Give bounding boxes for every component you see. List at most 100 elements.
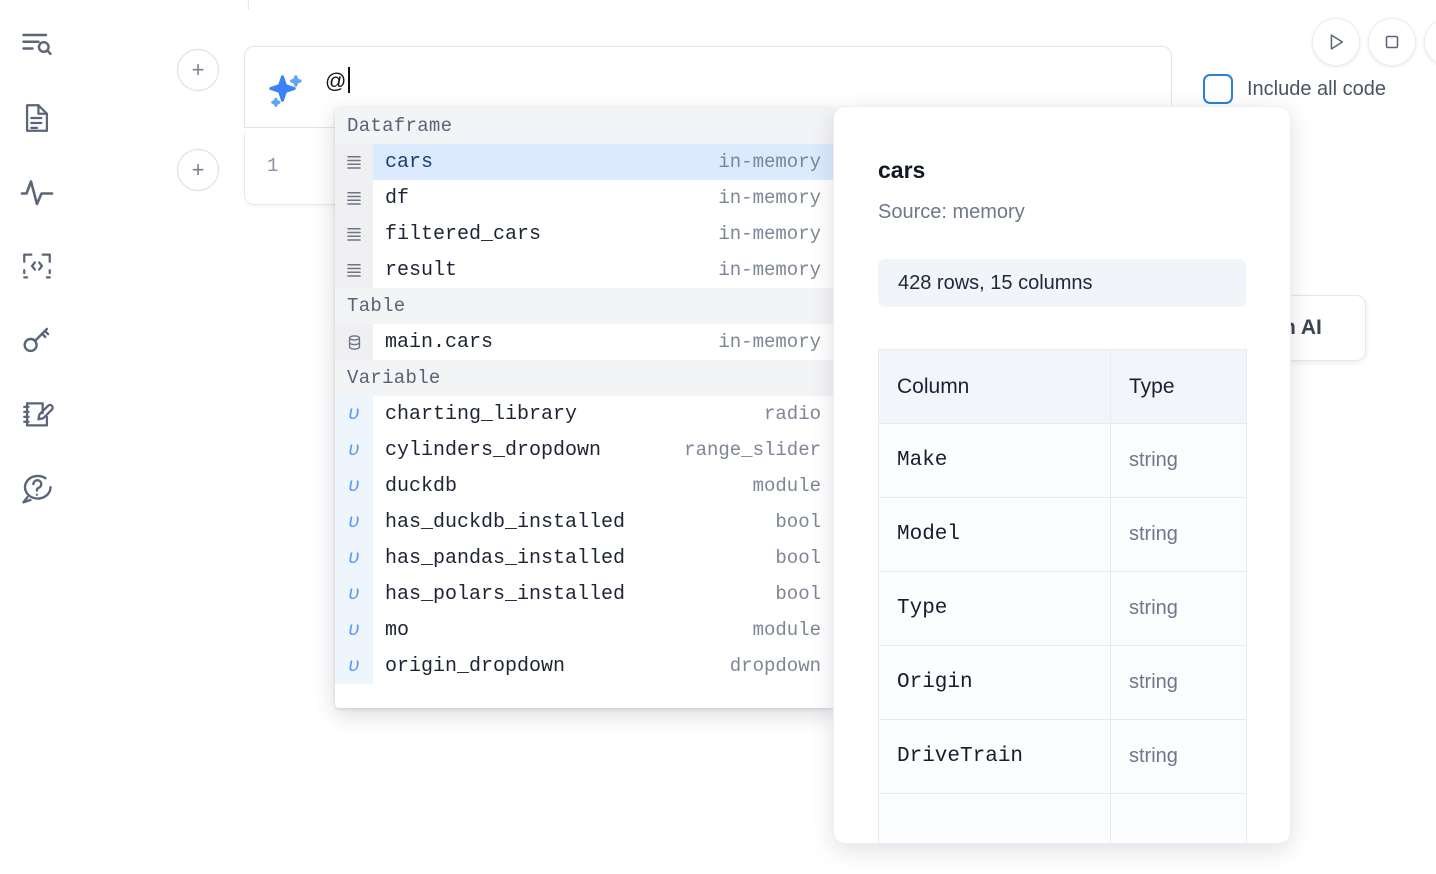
autocomplete-item-cylinders-dropdown[interactable]: υ cylinders_dropdown range_slider bbox=[335, 432, 835, 468]
table-row bbox=[878, 793, 1247, 843]
autocomplete-item-charting-library[interactable]: υ charting_library radio bbox=[335, 396, 835, 432]
cell-column-name: Make bbox=[878, 423, 1111, 498]
autocomplete-item-type: range_slider bbox=[684, 439, 821, 461]
include-all-code-row[interactable]: Include all code bbox=[1203, 74, 1386, 104]
run-button[interactable] bbox=[1312, 18, 1360, 66]
autocomplete-item-filtered-cars[interactable]: filtered_cars in-memory bbox=[335, 216, 835, 252]
autocomplete-item-mo[interactable]: υ mo module bbox=[335, 612, 835, 648]
column-header-column: Column bbox=[878, 349, 1111, 424]
upsilon-variable-icon: υ bbox=[335, 432, 373, 468]
table-row: Type string bbox=[878, 571, 1247, 646]
stop-button[interactable] bbox=[1368, 18, 1416, 66]
autocomplete-item-type: in-memory bbox=[718, 259, 821, 281]
cell-column-type bbox=[1110, 793, 1247, 843]
column-header-type: Type bbox=[1110, 349, 1247, 424]
cell-column-type: string bbox=[1110, 571, 1247, 646]
autocomplete-item-name: origin_dropdown bbox=[385, 654, 566, 678]
autocomplete-item-main-cars[interactable]: main.cars in-memory bbox=[335, 324, 835, 360]
autocomplete-item-type: in-memory bbox=[718, 187, 821, 209]
table-row: Origin string bbox=[878, 645, 1247, 720]
code-brackets-icon bbox=[20, 249, 54, 283]
cell-column-name: Origin bbox=[878, 645, 1111, 720]
upsilon-variable-icon: υ bbox=[335, 612, 373, 648]
autocomplete-item-df[interactable]: df in-memory bbox=[335, 180, 835, 216]
cell-column-name: Model bbox=[878, 497, 1111, 572]
with-ai-pill[interactable]: h AI bbox=[1278, 295, 1366, 361]
cell-column-type: string bbox=[1110, 645, 1247, 720]
autocomplete-item-type: dropdown bbox=[729, 655, 821, 677]
table-rows-icon bbox=[335, 144, 373, 180]
table-rows-icon bbox=[335, 252, 373, 288]
cell-column-name: DriveTrain bbox=[878, 719, 1111, 794]
autocomplete-dropdown: Dataframe cars in-memory df in-memory fi… bbox=[335, 108, 835, 708]
autocomplete-item-has-polars-installed[interactable]: υ has_polars_installed bool bbox=[335, 576, 835, 612]
autocomplete-item-type: radio bbox=[763, 403, 821, 425]
app-shell-top-edge bbox=[248, 0, 1436, 10]
document-icon bbox=[20, 101, 54, 135]
sidebar-item-activity[interactable] bbox=[13, 166, 61, 218]
preview-schema-table: Column Type Make string Model string Typ… bbox=[878, 349, 1247, 843]
autocomplete-group-label-variable: Variable bbox=[335, 360, 835, 396]
autocomplete-item-name: main.cars bbox=[385, 330, 494, 354]
ai-sparkle-icon bbox=[265, 71, 307, 118]
sidebar-item-secrets[interactable] bbox=[13, 314, 61, 366]
add-cell-button-top[interactable]: + bbox=[177, 49, 219, 91]
autocomplete-group-label-table: Table bbox=[335, 288, 835, 324]
more-actions-button[interactable] bbox=[1424, 18, 1436, 66]
autocomplete-item-name: has_polars_installed bbox=[385, 582, 626, 606]
outline-search-icon bbox=[19, 26, 55, 62]
upsilon-variable-icon: υ bbox=[335, 576, 373, 612]
upsilon-variable-icon: υ bbox=[335, 468, 373, 504]
table-row: DriveTrain string bbox=[878, 719, 1247, 794]
autocomplete-group-label-dataframe: Dataframe bbox=[335, 108, 835, 144]
autocomplete-item-type: bool bbox=[775, 547, 821, 569]
autocomplete-item-name: has_pandas_installed bbox=[385, 546, 626, 570]
autocomplete-item-name: result bbox=[385, 258, 458, 282]
autocomplete-item-cars[interactable]: cars in-memory bbox=[335, 144, 835, 180]
autocomplete-item-type: module bbox=[752, 619, 821, 641]
cell-column-name: Type bbox=[878, 571, 1111, 646]
preview-title: cars bbox=[878, 157, 926, 183]
cell-column-type: string bbox=[1110, 497, 1247, 572]
upsilon-variable-icon: υ bbox=[335, 648, 373, 684]
table-rows-icon bbox=[335, 216, 373, 252]
sidebar-item-scratchpad[interactable] bbox=[13, 388, 61, 440]
autocomplete-item-name: charting_library bbox=[385, 402, 578, 426]
autocomplete-item-has-pandas-installed[interactable]: υ has_pandas_installed bool bbox=[335, 540, 835, 576]
cell-column-type: string bbox=[1110, 423, 1247, 498]
preview-shape-badge: 428 rows, 15 columns bbox=[878, 259, 1246, 307]
ai-prompt-input[interactable]: @ bbox=[325, 67, 1155, 96]
activity-pulse-icon bbox=[19, 174, 55, 210]
cell-column-type: string bbox=[1110, 719, 1247, 794]
text-caret bbox=[347, 67, 350, 93]
scratchpad-edit-icon bbox=[20, 397, 54, 431]
include-all-code-checkbox[interactable] bbox=[1203, 74, 1233, 104]
autocomplete-item-name: has_duckdb_installed bbox=[385, 510, 626, 534]
sidebar-item-help[interactable] bbox=[13, 462, 61, 514]
upsilon-variable-icon: υ bbox=[335, 504, 373, 540]
autocomplete-item-type: in-memory bbox=[718, 151, 821, 173]
dataframe-preview-panel: cars Source: memory 428 rows, 15 columns… bbox=[833, 106, 1291, 844]
autocomplete-item-type: in-memory bbox=[718, 331, 821, 353]
autocomplete-item-origin-dropdown[interactable]: υ origin_dropdown dropdown bbox=[335, 648, 835, 684]
autocomplete-item-name: filtered_cars bbox=[385, 222, 542, 246]
autocomplete-item-type: module bbox=[752, 475, 821, 497]
key-icon bbox=[20, 323, 54, 357]
table-row: Make string bbox=[878, 423, 1247, 498]
sidebar-item-explore[interactable] bbox=[13, 18, 61, 70]
add-cell-button-bottom[interactable]: + bbox=[177, 149, 219, 191]
sidebar-item-notebook[interactable] bbox=[13, 92, 61, 144]
autocomplete-item-type: bool bbox=[775, 511, 821, 533]
autocomplete-item-duckdb[interactable]: υ duckdb module bbox=[335, 468, 835, 504]
autocomplete-item-name: cylinders_dropdown bbox=[385, 438, 602, 462]
autocomplete-item-has-duckdb-installed[interactable]: υ has_duckdb_installed bool bbox=[335, 504, 835, 540]
ai-prompt-value: @ bbox=[325, 70, 347, 93]
preview-source: Source: memory bbox=[878, 201, 1025, 223]
run-controls bbox=[1312, 18, 1436, 66]
table-header-row: Column Type bbox=[878, 349, 1247, 424]
sidebar-item-snippets[interactable] bbox=[13, 240, 61, 292]
autocomplete-item-type: bool bbox=[775, 583, 821, 605]
autocomplete-item-type: in-memory bbox=[718, 223, 821, 245]
autocomplete-item-result[interactable]: result in-memory bbox=[335, 252, 835, 288]
